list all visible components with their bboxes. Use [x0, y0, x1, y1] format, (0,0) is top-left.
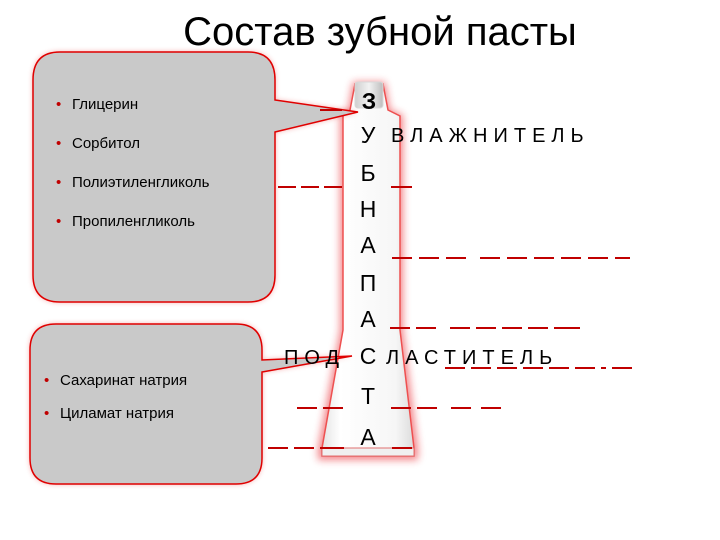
crossword-letter: А — [360, 424, 376, 450]
crossword-letter: Т — [360, 383, 376, 409]
crossword-blanks — [268, 109, 632, 449]
sweeteners-bubble — [29, 323, 353, 485]
list-item: Глицерин — [56, 96, 209, 135]
list-item: Сахаринат натрия — [44, 372, 187, 405]
crossword-letter: З — [361, 88, 377, 114]
crossword-letter: Б — [360, 160, 376, 186]
crossword-word-prefix: ПОД — [284, 347, 346, 369]
page-title: Состав зубной пасты — [183, 10, 577, 54]
crossword-letter: У — [360, 122, 376, 148]
crossword-letter: С — [359, 343, 377, 369]
crossword-letter: А — [360, 306, 376, 332]
crossword-letter: Н — [359, 196, 377, 222]
list-item: Сорбитол — [56, 135, 209, 174]
toothpaste-tube — [318, 81, 418, 460]
tube-crimp — [321, 447, 415, 457]
tube-cap — [354, 81, 384, 109]
crossword-word-slastitel: ЛАСТИТЕЛЬ — [386, 347, 559, 369]
list-item: Полиэтиленгликоль — [56, 174, 209, 213]
sweeteners-list: Сахаринат натрия Циламат натрия — [44, 372, 187, 438]
list-item: Циламат натрия — [44, 405, 187, 438]
humectants-list: Глицерин Сорбитол Полиэтиленгликоль Проп… — [56, 96, 209, 252]
crossword-letter: А — [360, 232, 376, 258]
crossword-letter: П — [359, 270, 377, 296]
list-item: Пропиленгликоль — [56, 213, 209, 252]
crossword-word-vlazhnitel: ВЛАЖНИТЕЛЬ — [391, 125, 590, 147]
